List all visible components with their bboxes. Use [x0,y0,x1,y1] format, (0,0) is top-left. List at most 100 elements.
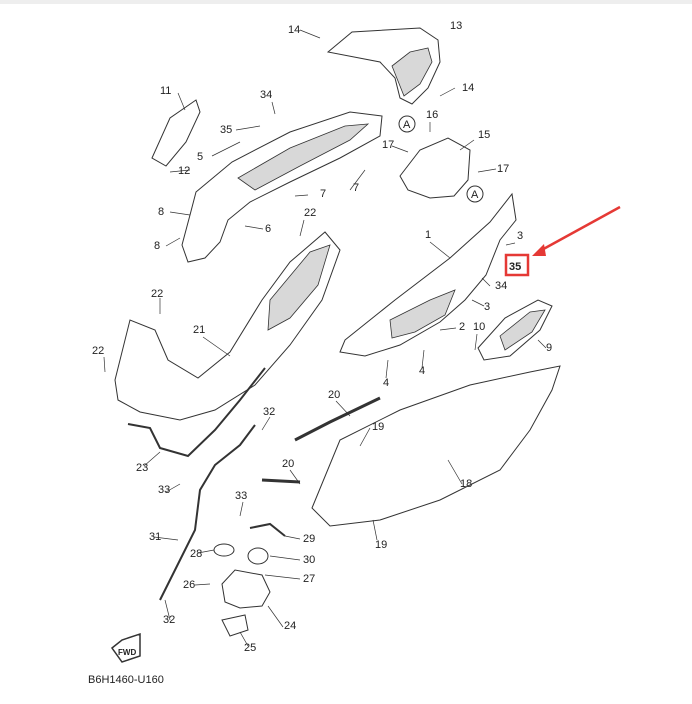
part-11-panel [151,99,201,167]
label-17: 17 [497,163,509,175]
label-20: 20 [282,458,294,470]
part-25-bracket [221,614,249,637]
leader-line [299,29,321,39]
leader-line [264,574,301,580]
part-15-bracket [399,137,471,199]
label-32: 32 [163,614,175,626]
label-8: 8 [158,206,164,218]
label-32: 32 [263,406,275,418]
part-24-reservoir [221,569,271,609]
part-5-shading [237,123,370,191]
leader-line [197,549,215,554]
leader-line [447,459,463,485]
part-29-hose [249,522,286,537]
part-20-small-strip [261,478,301,484]
leader-line [439,87,456,97]
part-28-cap [213,543,235,557]
leader-line [153,536,179,541]
label-24: 24 [284,620,296,632]
label-3: 3 [484,301,490,313]
circle-mark-a-1-label: A [403,119,411,131]
label-5: 5 [197,151,203,163]
part-9-shading [499,309,546,351]
leader-line [143,451,161,467]
leader-line [202,336,231,357]
part-13-shading [391,47,433,97]
part-21-inner-panel [114,231,341,421]
leader-line [505,242,516,246]
leader-line [299,219,305,237]
label-17: 17 [382,139,394,151]
label-4: 4 [419,365,425,377]
leader-line [385,359,389,379]
leader-line [271,101,276,115]
leader-line [239,631,249,647]
leader-line [459,139,475,151]
label-20: 20 [328,389,340,401]
label-30: 30 [303,554,315,566]
circle-mark-a-1 [398,115,416,133]
leader-line [289,469,301,485]
label-19: 19 [372,421,384,433]
part-31-hose [159,424,256,601]
label-22: 22 [304,207,316,219]
label-21: 21 [193,324,205,336]
leader-line [391,145,409,153]
leader-line [239,501,244,517]
label-33: 33 [158,484,170,496]
label-4: 4 [383,377,389,389]
leader-line [165,237,181,247]
leader-line [244,225,264,230]
leader-line [194,583,211,586]
leader-line [294,194,309,197]
leader-line [481,277,491,287]
label-22: 22 [92,345,104,357]
label-27: 27 [303,573,315,585]
part-18-lower-cover [311,365,561,527]
leader-line [477,168,497,173]
circle-mark-a-2-label: A [471,189,479,201]
label-11: 11 [160,85,171,97]
label-28: 28 [190,548,202,560]
label-19: 19 [375,539,387,551]
label-18: 18 [460,478,472,490]
highlight-box [504,253,530,277]
leader-line [471,299,485,307]
leader-line [474,333,478,351]
leader-line [421,349,425,369]
fwd-label: FWD [118,648,136,657]
label-23: 23 [136,462,148,474]
label-6: 6 [265,223,271,235]
label-22: 22 [151,288,163,300]
part-23-hose [127,367,266,458]
circle-mark-a-2 [466,185,484,203]
label-14: 14 [288,24,300,36]
leader-line [261,416,271,431]
leader-line [235,125,261,131]
fwd-arrow-icon [110,632,141,663]
part-1-main-cover [339,192,517,357]
label-35-highlight: 35 [509,261,521,273]
label-15: 15 [478,129,490,141]
leader-line [165,483,181,493]
leader-line [359,427,371,447]
part-20-strip [294,396,381,442]
label-34: 34 [495,280,507,292]
leader-line [177,92,186,111]
part-1-shading [389,289,456,339]
leader-line [269,555,301,561]
label-34: 34 [260,89,272,101]
label-35: 35 [220,124,232,136]
label-2: 2 [459,321,465,333]
label-3: 3 [517,230,523,242]
leader-line [429,241,451,259]
highlight-arrow [537,205,621,254]
label-7: 7 [353,182,359,194]
leader-line [169,211,191,216]
leader-line [537,339,547,349]
leader-line [439,327,457,331]
label-layer: 1 2 3 3 4 4 5 6 7 7 8 8 9 10 11 12 13 14… [88,20,552,686]
leader-line [349,169,366,191]
label-9: 9 [546,342,552,354]
